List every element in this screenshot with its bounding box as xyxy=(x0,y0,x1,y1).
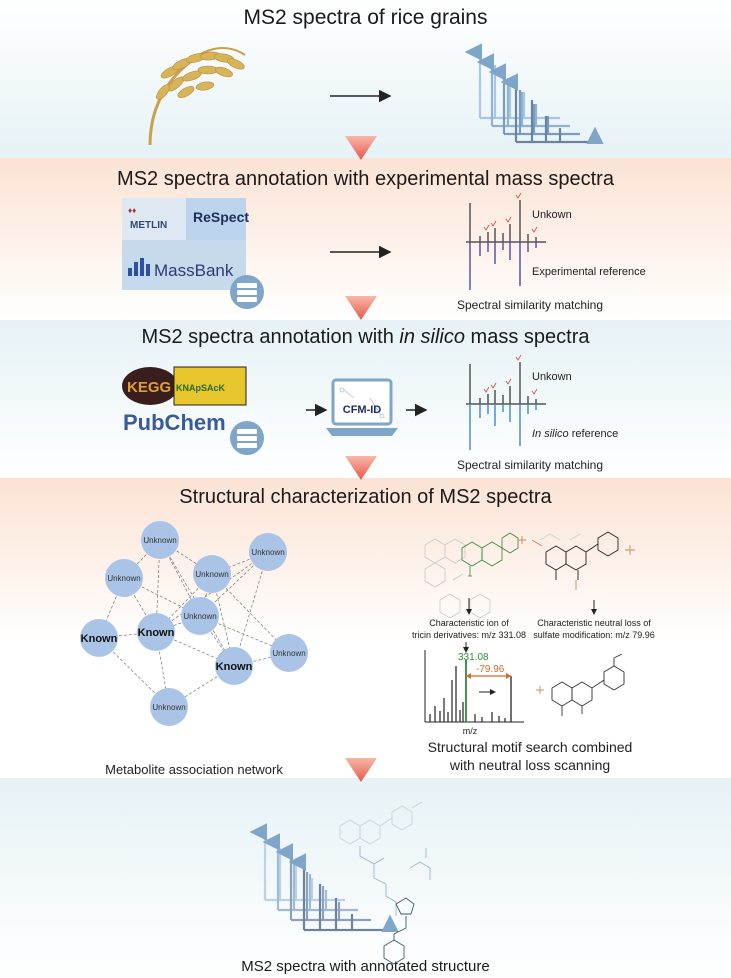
network-node-unknown: Unknown xyxy=(193,555,231,593)
network-node-circle xyxy=(105,559,143,597)
network-node-circle xyxy=(80,619,118,657)
neutral-loss-spectrum: 331.08 -79.96 m/z xyxy=(424,650,524,736)
mirror-2-top-label: Unkown xyxy=(532,371,572,383)
stage-4-title: Structural characterization of MS2 spect… xyxy=(179,486,552,508)
network-node-circle xyxy=(181,597,219,635)
network-node-unknown: Unknown xyxy=(249,533,287,571)
network-node-circle xyxy=(215,647,253,685)
stage-3-title-pre: MS2 spectra annotation with xyxy=(141,326,400,348)
network-node-label: Unknown xyxy=(152,703,185,712)
network-node-circle xyxy=(137,613,175,651)
experimental-databases-collage: ♦♦ METLIN ReSpect MassBank xyxy=(122,198,264,309)
cfm-id-label: CFM-ID xyxy=(343,404,382,416)
stage-2-title: MS2 spectra annotation with experimental… xyxy=(117,168,614,190)
motif-caption-line-2: with neutral loss scanning xyxy=(449,757,610,773)
network-node-circle xyxy=(249,533,287,571)
motif-caption-line-1: Structural motif search combined xyxy=(428,739,633,755)
mirror-2-bottom-em: In silico xyxy=(532,428,569,440)
database-server-icon-2 xyxy=(230,421,264,455)
stage-3-title: MS2 spectra annotation with in silico ma… xyxy=(0,326,731,349)
stage-1-title: MS2 spectra of rice grains xyxy=(243,6,488,29)
annotated-structures-icon xyxy=(339,801,431,965)
insilico-databases-collage: KEGG KNApSAcK PubChem xyxy=(122,366,264,455)
mirror-1-bottom-label: Experimental reference xyxy=(532,266,646,278)
respect-logo: ReSpect xyxy=(193,209,249,225)
laptop-icon xyxy=(326,378,398,436)
tricin-structure-icon xyxy=(424,532,519,619)
network-node-label: Unknown xyxy=(195,570,228,579)
network-node-label: Known xyxy=(81,633,118,645)
metlin-logo-mark: ♦♦ xyxy=(128,206,136,215)
massbank-logo: MassBank xyxy=(154,261,234,280)
network-node-label: Unknown xyxy=(251,548,284,557)
network-node-circle xyxy=(150,688,188,726)
spectra-stack-icon xyxy=(464,43,604,145)
network-node-label: Unknown xyxy=(143,536,176,545)
mirror-1-top-label: Unkown xyxy=(532,209,572,221)
network-node-label: Unknown xyxy=(107,574,140,583)
stage-3-title-em: in silico xyxy=(399,326,465,348)
network-node-unknown: Unknown xyxy=(141,521,179,559)
band-stage-1 xyxy=(0,0,731,158)
band-stage-5 xyxy=(0,778,731,978)
annotated-spectra-stack xyxy=(249,823,399,933)
network-edge xyxy=(123,539,161,579)
network-node-known: Known xyxy=(80,619,118,657)
mz-axis-label: m/z xyxy=(463,726,478,736)
mirror-2-bottom-rest: reference xyxy=(569,428,619,440)
network-node-known: Known xyxy=(137,613,175,651)
network-node-circle xyxy=(141,521,179,559)
stage-5-title: MS2 spectra with annotated structure xyxy=(241,958,490,975)
band-stage-4 xyxy=(0,478,731,778)
network-node-label: Unknown xyxy=(183,612,216,621)
mirror-1-caption: Spectral similarity matching xyxy=(457,298,603,312)
network-node-label: Known xyxy=(138,627,175,639)
peak-label: 331.08 xyxy=(458,652,489,663)
rice-grain-icon xyxy=(148,47,246,146)
database-server-icon-1 xyxy=(230,275,264,309)
mirror-spectrum-insilico xyxy=(466,354,546,450)
network-node-circle xyxy=(193,555,231,593)
metlin-logo: METLIN xyxy=(130,220,167,231)
network-node-label: Known xyxy=(216,661,253,673)
loss-label: -79.96 xyxy=(476,664,505,675)
sulfated-flavone-structure-icon xyxy=(536,653,625,716)
down-arrow-3-icon xyxy=(345,456,377,480)
pubchem-logo: PubChem xyxy=(123,410,226,435)
network-edge xyxy=(155,551,269,633)
network-node-circle xyxy=(270,634,308,672)
band-stage-2 xyxy=(0,158,731,320)
network-node-unknown: Unknown xyxy=(181,597,219,635)
network-edge xyxy=(159,539,235,667)
down-arrow-4-icon xyxy=(345,758,377,782)
network-node-label: Unknown xyxy=(272,649,305,658)
network-node-unknown: Unknown xyxy=(105,559,143,597)
network-caption: Metabolite association network xyxy=(105,762,283,777)
network-node-unknown: Unknown xyxy=(270,634,308,672)
ion-text-line-2: tricin derivatives: m/z 331.08 xyxy=(412,630,526,640)
kegg-logo: KEGG xyxy=(127,379,171,396)
down-arrow-1-icon xyxy=(345,136,377,160)
ion-text-line-1: Characteristic ion of xyxy=(429,618,509,628)
mirror-2-bottom-label: In silico reference xyxy=(532,428,618,440)
stage-3-title-post: mass spectra xyxy=(465,326,590,348)
massbank-chart-icon xyxy=(128,258,150,276)
loss-text-line-2: sulfate modification: m/z 79.96 xyxy=(533,630,655,640)
loss-text-line-1: Characteristic neutral loss of xyxy=(537,618,651,628)
mirror-2-caption: Spectral similarity matching xyxy=(457,458,603,472)
down-arrow-2-icon xyxy=(345,296,377,320)
network-node-unknown: Unknown xyxy=(150,688,188,726)
knapsack-logo: KNApSAcK xyxy=(176,383,226,393)
sulfated-tricin-structure-icon xyxy=(518,531,635,590)
network-node-known: Known xyxy=(215,647,253,685)
mirror-spectrum-experimental xyxy=(466,192,546,290)
